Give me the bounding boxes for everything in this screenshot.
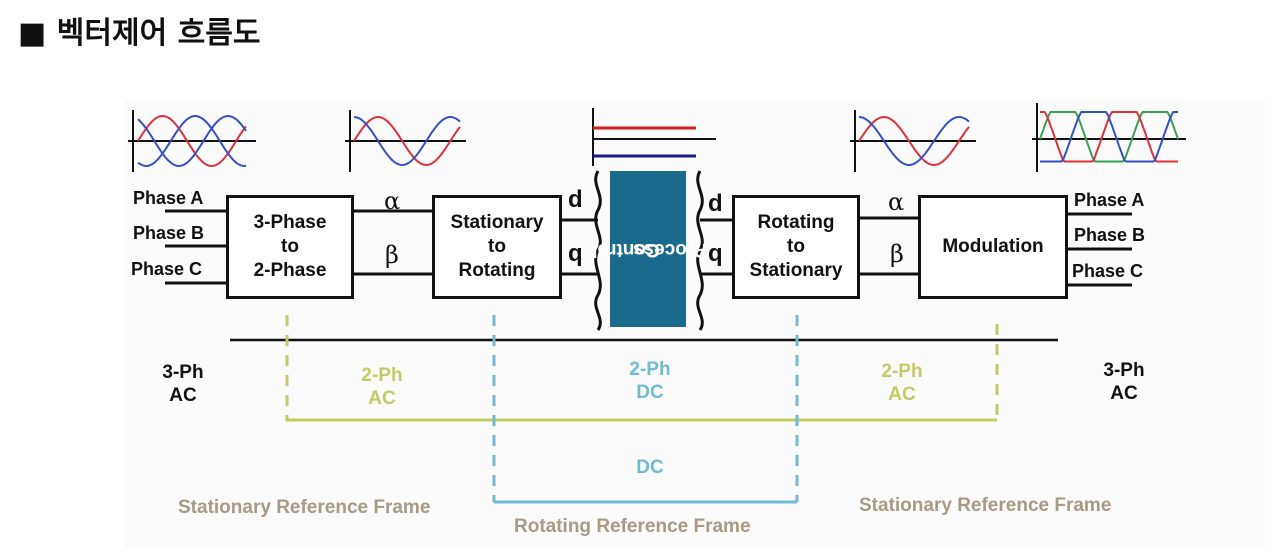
waveform-2phase-ac-right-icon <box>850 110 976 172</box>
beta-label-left: β <box>385 241 399 269</box>
zone-dc-label: DC <box>636 457 664 478</box>
output-phase-a-label: Phase A <box>1074 190 1145 210</box>
q-label-left: q <box>568 240 583 267</box>
output-phase-c-label: Phase C <box>1072 261 1144 281</box>
d-label-right: d <box>708 190 723 217</box>
waveform-dc-icon <box>592 108 716 166</box>
input-phase-a-label: Phase A <box>133 188 204 208</box>
page-title: ■ 벡터제어 흐름도 <box>18 16 261 51</box>
waveform-2phase-ac-left-icon <box>345 110 466 172</box>
waveform-3phase-input-icon <box>128 110 256 172</box>
frame-label-right: Stationary Reference Frame <box>859 495 1112 516</box>
signal-break-left-icon <box>594 170 602 331</box>
frame-label-middle: Rotating Reference Frame <box>514 516 751 537</box>
signal-break-right-icon <box>696 170 704 331</box>
frame-label-left: Stationary Reference Frame <box>178 497 431 518</box>
output-phase-b-label: Phase B <box>1074 225 1146 245</box>
waveform-pwm-output-icon <box>1032 103 1186 172</box>
diagram-panel <box>125 100 1265 548</box>
d-label-left: d <box>568 186 583 213</box>
block-modulation: Modulation <box>918 195 1068 299</box>
input-phase-c-label: Phase C <box>131 259 203 279</box>
input-phase-b-label: Phase B <box>133 223 205 243</box>
beta-label-right: β <box>890 240 904 268</box>
q-label-right: q <box>708 240 723 267</box>
alpha-label-right: α <box>888 188 905 216</box>
alpha-label-left: α <box>384 187 401 215</box>
